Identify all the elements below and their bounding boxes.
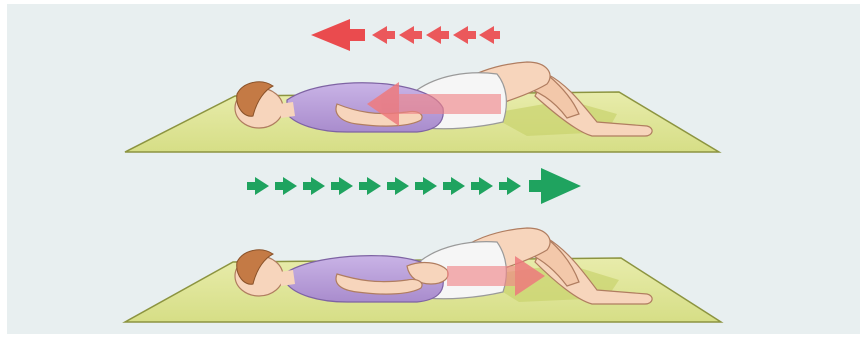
exercise-illustration (7, 4, 860, 334)
figure-bottom-back-flattened (125, 228, 721, 322)
figure-top-back-arched (125, 62, 719, 152)
arrow-right-head (529, 168, 581, 204)
illustration-panel (7, 4, 860, 334)
arrow-left-icon (311, 19, 500, 51)
arrow-left-head (311, 19, 365, 51)
arrow-right-icon (247, 168, 754, 204)
